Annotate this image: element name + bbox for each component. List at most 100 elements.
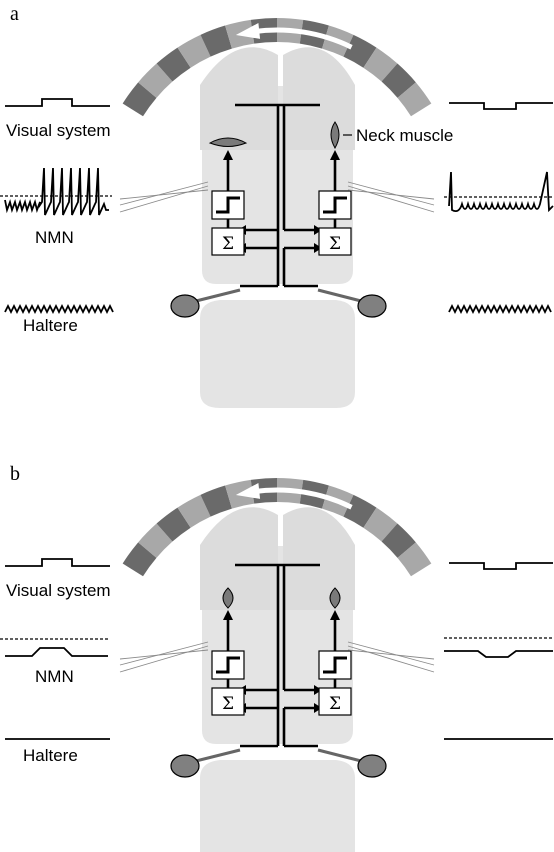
drum-stripe [397, 542, 432, 577]
nmn-label: NMN [35, 667, 74, 686]
projection-line [347, 189, 435, 200]
step-trace [323, 196, 347, 214]
projection-line [119, 185, 209, 213]
neck-muscle-icon [330, 121, 340, 150]
drum-stripe [363, 47, 398, 82]
step-trace [216, 196, 240, 214]
drum-stripe [156, 507, 191, 542]
haltere-stalk [317, 748, 366, 764]
visual-system-label: Visual system [6, 581, 111, 600]
drum-stripe [138, 523, 173, 558]
visual-trace-left [5, 558, 110, 567]
sigma-symbol: Σ [222, 234, 234, 254]
projection-line [119, 645, 209, 673]
visual-trace-left [5, 98, 110, 107]
step-threshold-icon [318, 190, 352, 220]
sigma-symbol: Σ [329, 694, 341, 714]
arrow-head [235, 482, 261, 499]
haltere-icon [357, 294, 387, 318]
panel-label: a [10, 3, 19, 25]
arrow-head [235, 22, 261, 39]
drum-stripe [343, 494, 377, 528]
haltere-icon [170, 754, 200, 778]
sigma-symbol: Σ [329, 234, 341, 254]
sigma-symbol: Σ [222, 694, 234, 714]
arrowhead [223, 150, 233, 160]
drum-stripe [138, 63, 173, 98]
visual-trace-right [449, 562, 553, 570]
step-trace [216, 656, 240, 674]
haltere-stalk [317, 288, 366, 304]
projection-line [347, 641, 435, 666]
neck-muscle-label: Neck muscle [356, 126, 453, 145]
rotation-arrow-icon [235, 482, 353, 510]
projection-line [347, 645, 435, 673]
summation-box-right: Σ [318, 227, 352, 256]
drum-stripe [156, 47, 191, 82]
drum-stripe [381, 63, 416, 98]
summation-box [318, 687, 352, 716]
step-threshold-icon [211, 650, 245, 680]
nmn-trace-right [448, 171, 554, 213]
projection-line [119, 641, 209, 666]
drum-stripe [200, 25, 232, 57]
arrowhead [314, 243, 322, 253]
projection-line [119, 649, 209, 660]
haltere-icon [357, 754, 387, 778]
abdomen [200, 300, 355, 408]
rotation-arrow-icon [235, 22, 353, 50]
summation-box-left: Σ [211, 227, 245, 256]
haltere-label: Haltere [23, 316, 78, 335]
projection-line [119, 181, 209, 206]
projection-line [347, 181, 435, 206]
haltere-stalk [191, 748, 241, 764]
summation-box-left: Σ [211, 687, 245, 716]
drum-stripe [122, 542, 157, 577]
arrow-shaft [252, 27, 353, 50]
nmn-trace-right [444, 650, 553, 658]
abdomen [200, 760, 355, 852]
projection-line [347, 185, 435, 213]
summation-box [211, 227, 245, 256]
arrowhead [314, 703, 322, 713]
step-threshold-icon [211, 190, 245, 220]
projection-line [347, 649, 435, 660]
drum-stripe [343, 34, 377, 68]
arrowhead [314, 225, 322, 235]
haltere-icon [170, 294, 200, 318]
right-eye [283, 507, 355, 610]
drum-stripe [122, 82, 157, 117]
drum-stripe [397, 82, 432, 117]
step-threshold-icon [318, 650, 352, 680]
drum-stripe [200, 485, 232, 517]
visual-trace-right [449, 102, 553, 110]
right-eye [283, 47, 355, 150]
haltere-trace-left [4, 303, 114, 315]
visual-system-label: Visual system [6, 121, 111, 140]
drum-stripe [363, 507, 398, 542]
projection-line [119, 189, 209, 200]
neck-muscle-icon [222, 587, 234, 609]
nmn-trace-left [4, 167, 109, 216]
summation-box-right: Σ [318, 687, 352, 716]
haltere-label: Haltere [23, 746, 78, 765]
arrowhead [314, 685, 322, 695]
haltere-stalk [191, 288, 241, 304]
left-eye [200, 47, 278, 150]
left-eye [200, 507, 278, 610]
neck-muscle-icon [208, 137, 248, 147]
drum-stripe [177, 34, 211, 68]
drum-stripe [381, 523, 416, 558]
arrowhead [330, 610, 340, 620]
arrowhead [330, 150, 340, 160]
step-trace [323, 656, 347, 674]
neck-muscle-icon [329, 587, 341, 609]
panel-label: b [10, 463, 20, 485]
nmn-trace-left [5, 647, 108, 657]
arrow-shaft [252, 487, 353, 510]
summation-box [318, 227, 352, 256]
drum-stripe [177, 494, 211, 528]
